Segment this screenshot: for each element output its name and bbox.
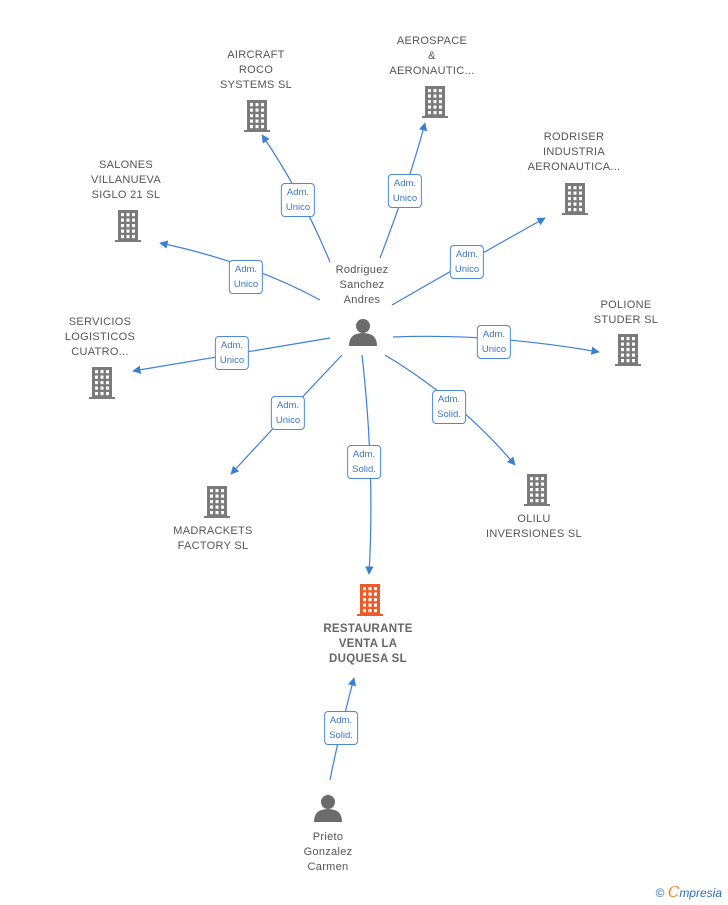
company-label-aerospace[interactable]: AEROSPACE & AERONAUTIC...: [389, 35, 475, 77]
role-badge-olilu: Adm. Solid.: [432, 390, 466, 424]
role-badge-prieto: Adm. Solid.: [324, 711, 358, 745]
role-badge-aerospace: Adm. Unico: [387, 174, 423, 208]
empresia-brand-text: mpresia: [679, 886, 722, 900]
role-badge-salones: Adm. Unico: [228, 260, 264, 294]
role-badge-polione: Adm. Unico: [476, 325, 512, 359]
olilu-building-icon[interactable]: [524, 474, 550, 506]
madrackets-building-icon[interactable]: [204, 486, 230, 518]
servicios-building-icon[interactable]: [89, 367, 115, 399]
person-label-rodriguez[interactable]: Rodriguez Sanchez Andres: [335, 264, 389, 306]
company-label-aircraft[interactable]: AIRCRAFT ROCO SYSTEMS SL: [219, 49, 293, 91]
role-badge-servicios: Adm. Unico: [214, 336, 250, 370]
restaurante-building-icon[interactable]: [357, 584, 383, 616]
company-label-restaurante[interactable]: RESTAURANTE VENTA LA DUQUESA SL: [323, 623, 413, 665]
salones-building-icon[interactable]: [115, 210, 141, 242]
company-label-olilu[interactable]: OLILU INVERSIONES SL: [486, 513, 582, 540]
role-badge-madrackets: Adm. Unico: [270, 396, 306, 430]
polione-building-icon[interactable]: [615, 334, 641, 366]
company-label-polione[interactable]: POLIONE STUDER SL: [593, 299, 659, 326]
role-badge-aircraft: Adm. Unico: [280, 183, 316, 217]
empresia-logo-icon: C: [667, 883, 680, 901]
person-label-prieto[interactable]: Prieto Gonzalez Carmen: [303, 831, 353, 873]
role-badge-rodriser: Adm. Unico: [449, 245, 485, 279]
company-label-salones[interactable]: SALONES VILLANUEVA SIGLO 21 SL: [90, 159, 162, 201]
copyright-symbol: ©: [655, 886, 665, 900]
aircraft-building-icon[interactable]: [244, 100, 270, 132]
rodriguez-person-icon[interactable]: [349, 319, 377, 346]
aerospace-building-icon[interactable]: [422, 86, 448, 118]
empresia-footer[interactable]: © Cmpresia: [656, 883, 722, 901]
company-label-madrackets[interactable]: MADRACKETS FACTORY SL: [173, 525, 253, 552]
rodriser-building-icon[interactable]: [562, 183, 588, 215]
role-badge-restaurante: Adm. Solid.: [347, 445, 381, 479]
company-label-servicios[interactable]: SERVICIOS LOGISTICOS CUATRO...: [64, 316, 136, 358]
company-label-rodriser[interactable]: RODRISER INDUSTRIA AERONAUTICA...: [527, 131, 621, 173]
prieto-person-icon[interactable]: [314, 795, 342, 822]
